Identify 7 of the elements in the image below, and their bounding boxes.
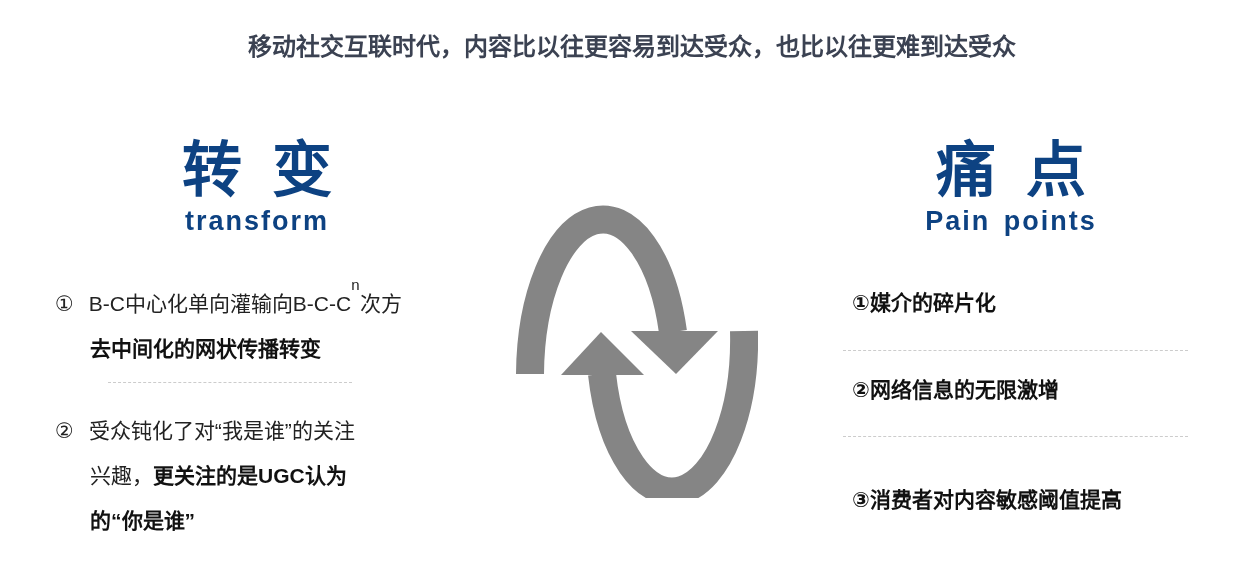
numbered-item-text: ② 受众钝化了对“我是谁”的关注兴趣，更关注的是UGC认为的“你是谁” xyxy=(55,418,356,534)
numbered-point-text: ①媒介的碎片化 xyxy=(852,290,996,316)
numbered-point-text: ②网络信息的无限激增 xyxy=(852,377,1059,403)
section-subtitle: Pain points xyxy=(925,206,1097,236)
section-subtitle: transform xyxy=(185,206,329,236)
slide-title: 移动社交互联时代，内容比以往更容易到达受众，也比以往更难到达受众 xyxy=(248,32,1016,62)
numbered-point-text: ③消费者对内容敏感阈值提高 xyxy=(852,487,1122,513)
